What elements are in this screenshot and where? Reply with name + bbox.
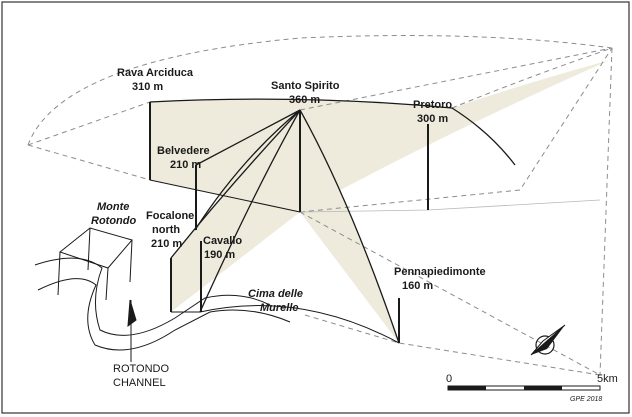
- fan-east-edge: [599, 47, 613, 376]
- elevation-lines: [149, 102, 429, 343]
- main-profile-curve: [149, 98, 516, 166]
- channel-arrow-icon: [127, 299, 137, 328]
- rotondo-channel: [34, 257, 291, 362]
- label-santo-elev: 360 m: [289, 94, 320, 106]
- fan-outer-arc: [27, 35, 613, 146]
- credit-text: GPE 2018: [570, 396, 602, 403]
- fan-crest-dash: [451, 47, 613, 109]
- scale-bar: 0 5km: [446, 373, 618, 391]
- label-pretoro-elev: 300 m: [417, 113, 448, 125]
- fan-radial-east: [299, 211, 601, 376]
- fan-south-edge: [398, 342, 601, 376]
- rotondo-edge-east: [129, 239, 133, 283]
- north-arrow-icon: [530, 324, 566, 356]
- cavallo-curve: [199, 109, 301, 313]
- channel-bank-lower: [37, 278, 291, 351]
- profile-curves: [149, 98, 516, 344]
- label-cima-line2: Murelle: [260, 302, 299, 314]
- focalone-curve: [170, 109, 301, 259]
- label-cima-line1: Cima delle: [248, 288, 303, 300]
- pennapiedimonte-curve: [299, 109, 400, 344]
- fan-radial-north: [299, 47, 613, 213]
- scale-bar-start-label: 0: [446, 373, 452, 385]
- label-belvedere-elev: 210 m: [170, 159, 201, 171]
- belvedere-curve: [194, 109, 301, 231]
- label-cavallo-name: Cavallo: [203, 235, 242, 247]
- label-focalone-name1: Focalone: [146, 210, 194, 222]
- rotondo-edge-south: [105, 267, 109, 301]
- label-monte-line1: Monte: [97, 201, 129, 213]
- fan-outline-dashed: [27, 35, 613, 376]
- fan-surfaces: [150, 60, 610, 343]
- label-focalone-elev: 210 m: [151, 238, 182, 250]
- label-channel-line1: ROTONDO: [113, 363, 169, 375]
- label-pretoro-name: Pretoro: [413, 99, 452, 111]
- scale-bar-seg-3: [524, 386, 562, 390]
- rotondo-edge-north: [87, 227, 91, 271]
- eastern-fan-surface: [300, 110, 399, 343]
- fan-west-link: [27, 101, 151, 146]
- label-santo-name: Santo Spirito: [271, 80, 340, 92]
- santo-belvedere-link: [195, 109, 301, 166]
- channel-bank-upper: [34, 257, 271, 336]
- label-monte-line2: Rotondo: [91, 215, 136, 227]
- monte-rotondo-block: [57, 227, 133, 301]
- base-line-south: [171, 305, 400, 344]
- base-lines: [149, 179, 400, 344]
- label-penna-name: Pennapiedimonte: [394, 266, 486, 278]
- label-belvedere-name: Belvedere: [157, 145, 210, 157]
- scale-bar-seg-1: [448, 386, 486, 390]
- fan-lower-arc: [27, 144, 151, 181]
- label-penna-elev: 160 m: [402, 280, 433, 292]
- scale-bar-end-label: 5km: [597, 373, 618, 385]
- fan-base-dash: [304, 314, 400, 344]
- western-fan-surface: [171, 110, 300, 312]
- label-focalone-name2: north: [152, 224, 180, 236]
- label-rava-name: Rava Arciduca: [117, 67, 194, 79]
- label-cavallo-elev: 190 m: [204, 249, 235, 261]
- label-channel-line2: CHANNEL: [113, 377, 166, 389]
- label-rava-elev: 310 m: [132, 81, 163, 93]
- fan-ridge-dash: [299, 47, 613, 111]
- base-line-rava-santo: [149, 179, 301, 213]
